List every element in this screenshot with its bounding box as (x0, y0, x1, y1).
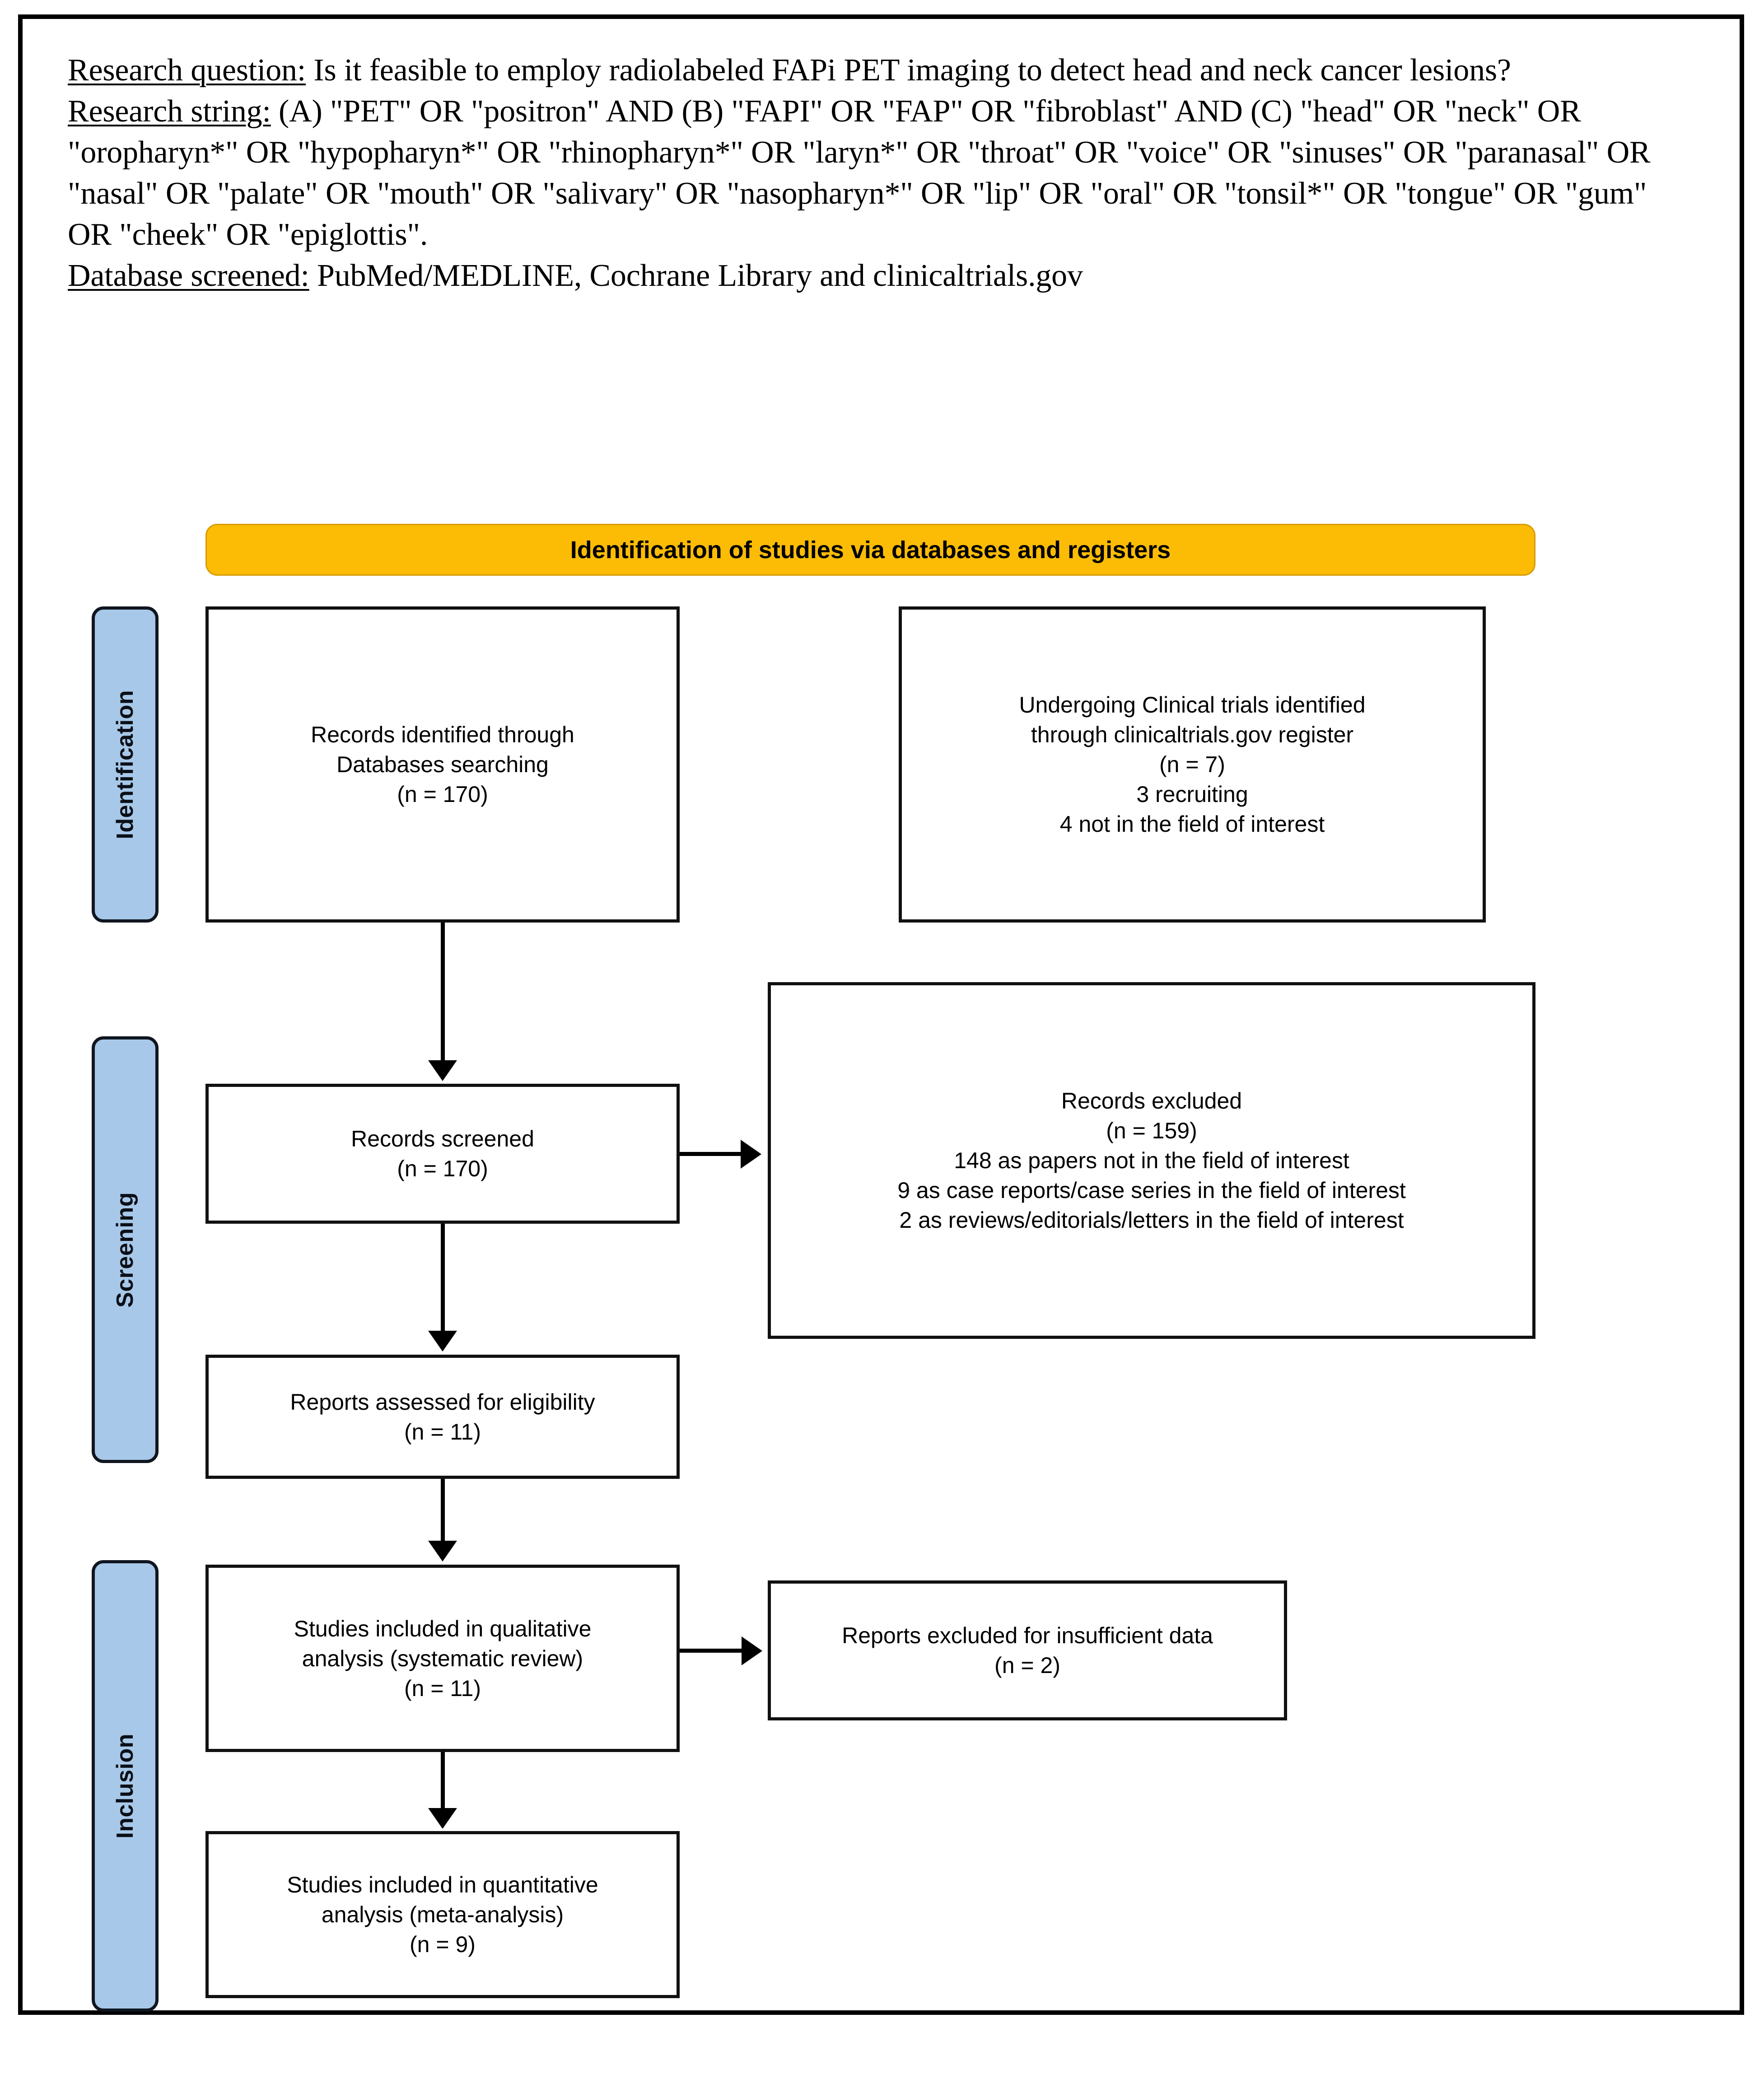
stage-rail-screening: Screening (92, 1036, 159, 1463)
box-studies-qualitative-text: Studies included in qualitative analysis… (294, 1616, 592, 1701)
research-string-line: Research string: (A) "PET" OR "positron"… (68, 91, 1694, 255)
identification-banner-label: Identification of studies via databases … (570, 536, 1171, 564)
intro-text-block: Research question: Is it feasible to emp… (68, 50, 1694, 296)
arrowhead-screened-to-excluded (741, 1140, 761, 1169)
database-screened-text: PubMed/MEDLINE, Cochrane Library and cli… (309, 258, 1083, 293)
stage-label-screening: Screening (112, 1192, 138, 1308)
connector-screened-to-excluded (680, 1152, 743, 1156)
database-screened-label: Database screened: (68, 258, 309, 293)
stage-rail-identification: Identification (92, 606, 159, 923)
connector-identified-to-screened (441, 923, 445, 1063)
connector-qualitative-to-quantitative (441, 1752, 445, 1810)
identification-banner: Identification of studies via databases … (205, 524, 1535, 576)
research-question-line: Research question: Is it feasible to emp… (68, 50, 1694, 91)
box-records-identified-text: Records identified through Databases sea… (311, 722, 574, 807)
connector-eligibility-to-qualitative (441, 1479, 445, 1543)
research-string-label: Research string: (68, 94, 271, 129)
arrowhead-screened-to-eligibility (428, 1331, 457, 1352)
box-records-screened-text: Records screened (n = 170) (351, 1126, 534, 1181)
connector-screened-to-eligibility (441, 1224, 445, 1332)
box-studies-quantitative: Studies included in quantitative analysi… (205, 1831, 680, 1998)
box-records-excluded: Records excluded (n = 159) 148 as papers… (768, 982, 1535, 1339)
box-clinical-trials-register: Undergoing Clinical trials identified th… (899, 606, 1486, 923)
box-clinical-trials-register-text: Undergoing Clinical trials identified th… (1019, 692, 1366, 837)
stage-label-inclusion: Inclusion (112, 1733, 138, 1839)
research-question-label: Research question: (68, 53, 306, 88)
box-studies-qualitative: Studies included in qualitative analysis… (205, 1565, 680, 1752)
box-reports-assessed-eligibility-text: Reports assessed for eligibility (n = 11… (290, 1389, 595, 1445)
arrowhead-identified-to-screened (428, 1060, 457, 1081)
database-screened-line: Database screened: PubMed/MEDLINE, Cochr… (68, 255, 1694, 296)
connector-qualitative-to-insufficient (680, 1649, 744, 1653)
arrowhead-eligibility-to-qualitative (428, 1541, 457, 1561)
stage-label-identification: Identification (112, 690, 138, 839)
stage-rail-inclusion: Inclusion (92, 1560, 159, 2012)
box-studies-quantitative-text: Studies included in quantitative analysi… (287, 1872, 598, 1957)
research-question-text: Is it feasible to employ radiolabeled FA… (306, 53, 1511, 88)
box-reports-excluded-insufficient-text: Reports excluded for insufficient data (… (842, 1623, 1213, 1678)
box-records-identified: Records identified through Databases sea… (205, 606, 680, 923)
research-string-text: (A) "PET" OR "positron" AND (B) "FAPI" O… (68, 94, 1658, 252)
box-reports-excluded-insufficient: Reports excluded for insufficient data (… (768, 1580, 1287, 1720)
box-reports-assessed-eligibility: Reports assessed for eligibility (n = 11… (205, 1355, 680, 1479)
arrowhead-qualitative-to-insufficient (742, 1636, 762, 1665)
arrowhead-qualitative-to-quantitative (428, 1808, 457, 1829)
box-records-screened: Records screened (n = 170) (205, 1084, 680, 1224)
box-records-excluded-text: Records excluded (n = 159) 148 as papers… (897, 1088, 1406, 1233)
